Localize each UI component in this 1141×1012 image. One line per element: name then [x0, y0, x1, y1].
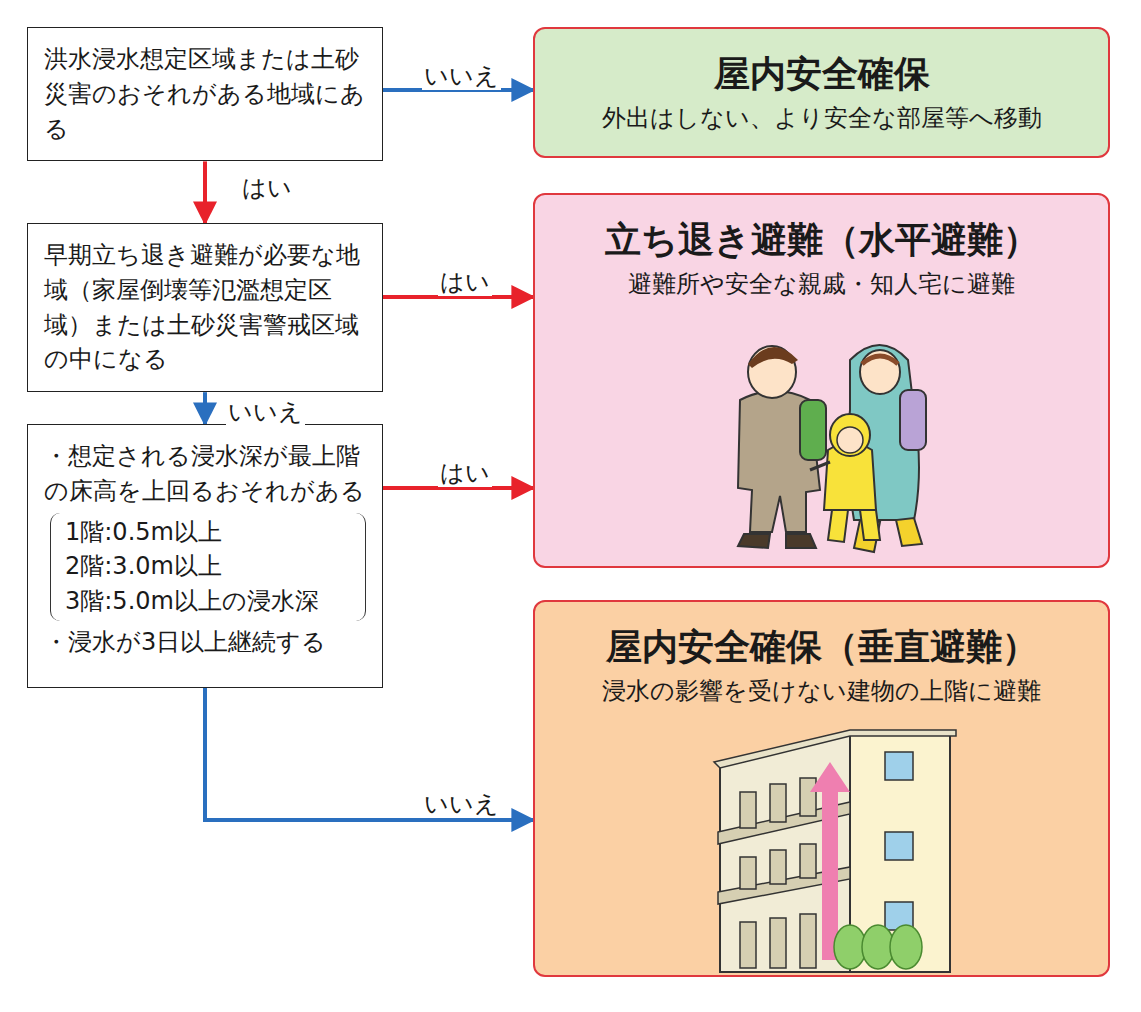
edge-label-holder: いいえ [422, 60, 501, 92]
result-heading: 屋内安全確保（垂直避難） [555, 624, 1088, 671]
question-text: ・浸水が3日以上継続する [44, 625, 366, 660]
result-body: 外出はしない、より安全な部屋等へ移動 [555, 102, 1088, 136]
result-box: 屋内安全確保外出はしない、より安全な部屋等へ移動 [533, 27, 1110, 158]
question-text: 洪水浸水想定区域または土砂災害のおそれがある地域にある [44, 42, 366, 146]
result-body: 浸水の影響を受けない建物の上階に避難 [555, 675, 1088, 709]
question-text: ・想定される浸水深が最上階の床高を上回るおそれがある [44, 439, 366, 509]
question-text: 3階:5.0m以上の浸水深 [65, 584, 351, 619]
question-text: 2階:3.0m以上 [65, 549, 351, 584]
edge-label-holder: はい [240, 172, 294, 204]
edge-label-holder: はい [438, 266, 492, 298]
question-text: 1階:0.5m以上 [65, 515, 351, 550]
edge-label-holder: はい [438, 457, 492, 489]
family-illustration [700, 320, 970, 560]
result-box: 屋内安全確保（垂直避難） 浸水の影響を受けない建物の上階に避難 [533, 600, 1110, 977]
edge-label: はい [438, 268, 492, 296]
building-illustration [700, 722, 970, 977]
edge-label: いいえ [422, 62, 501, 90]
edge-label-holder: いいえ [226, 396, 305, 428]
bracket-group: 1階:0.5m以上2階:3.0m以上3階:5.0m以上の浸水深 [50, 513, 366, 621]
flow-arrow [203, 161, 207, 223]
edge-label: いいえ [226, 398, 305, 426]
question-box: ・想定される浸水深が最上階の床高を上回るおそれがある1階:0.5m以上2階:3.… [27, 424, 383, 688]
question-text: 早期立ち退き避難が必要な地域（家屋倒壊等氾濫想定区域）または土砂災害警戒区域の中… [44, 238, 366, 377]
question-box: 洪水浸水想定区域または土砂災害のおそれがある地域にある [27, 27, 383, 161]
flow-arrow [205, 688, 533, 820]
edge-label: はい [240, 174, 294, 202]
result-box: 立ち退き避難（水平避難） 避難所や安全な親戚・知人宅に避難 [533, 193, 1110, 568]
edge-label-holder: いいえ [422, 788, 501, 820]
result-body: 避難所や安全な親戚・知人宅に避難 [555, 268, 1088, 302]
flow-arrow [203, 392, 207, 424]
result-heading: 屋内安全確保 [555, 51, 1088, 98]
edge-label: はい [438, 459, 492, 487]
edge-label: いいえ [422, 790, 501, 818]
question-box: 早期立ち退き避難が必要な地域（家屋倒壊等氾濫想定区域）または土砂災害警戒区域の中… [27, 223, 383, 392]
result-heading: 立ち退き避難（水平避難） [555, 217, 1088, 264]
